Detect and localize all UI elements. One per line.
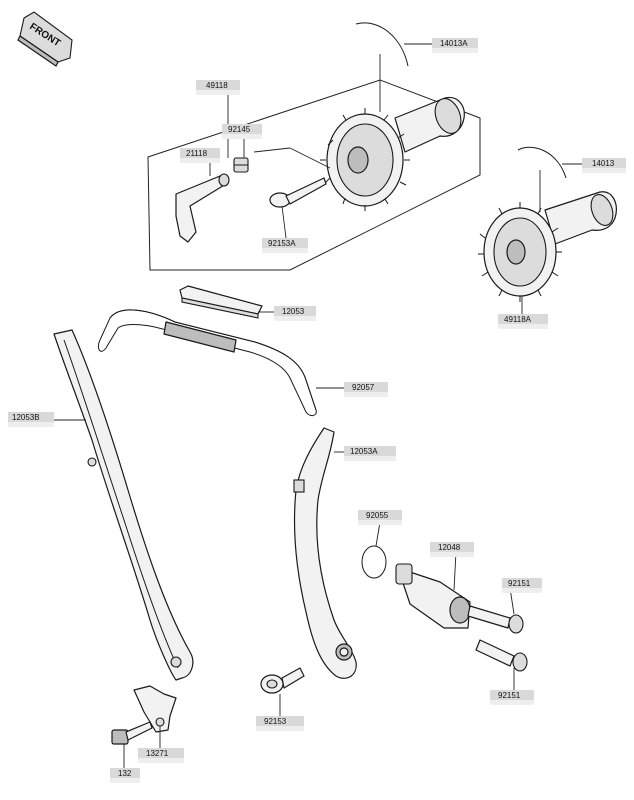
label-92151-bottom: 92151 [490, 690, 534, 705]
label-text: 13271 [146, 749, 169, 758]
plate-13271 [133, 685, 177, 733]
label-14013: 14013 [582, 158, 626, 173]
camshaft-sprocket-right [478, 191, 617, 302]
label-49118A: 49118A [498, 314, 548, 329]
label-92153: 92153 [256, 716, 304, 731]
part-92153A-bolt [269, 177, 327, 208]
bolt-92151-top [467, 605, 524, 634]
label-text: 12053A [350, 447, 378, 456]
label-92153A: 92153A [262, 238, 308, 253]
label-13271: 13271 [138, 748, 184, 763]
part-92145 [233, 157, 249, 173]
label-text: 49118A [504, 315, 532, 324]
chain-tensioner-body [395, 563, 471, 629]
label-49118: 49118 [196, 80, 240, 95]
part-92153-bolt [260, 667, 305, 694]
label-text: 92055 [366, 511, 389, 520]
leader-lines [40, 43, 582, 768]
label-92151-top: 92151 [502, 578, 542, 593]
label-text: 12048 [438, 543, 461, 552]
label-92145: 92145 [222, 124, 262, 139]
label-12053A: 12053A [344, 446, 396, 461]
front-arrow-badge: FRONT [17, 11, 73, 67]
camshaft-sprocket-upper [320, 96, 465, 211]
o-ring-92055 [361, 545, 387, 579]
chain-guide-top [179, 285, 263, 319]
ring-14013 [517, 146, 567, 179]
ring-14013A [355, 22, 409, 67]
label-12053B: 12053B [8, 412, 54, 427]
label-text: 14013 [592, 159, 615, 168]
label-21118: 21118 [180, 148, 220, 163]
chain-tensioner-arm [293, 427, 357, 679]
chain-guide-left [53, 329, 194, 681]
label-text: 21118 [186, 149, 208, 158]
cam-chain [97, 309, 317, 417]
label-text: 92151 [498, 691, 521, 700]
label-92057: 92057 [344, 382, 388, 397]
label-14013A: 14013A [432, 38, 478, 53]
label-text: 12053 [282, 307, 305, 316]
label-12048: 12048 [430, 542, 474, 557]
part-21118 [175, 173, 230, 243]
label-text: 132 [118, 769, 132, 778]
bolt-132 [111, 721, 153, 745]
label-text: 92145 [228, 125, 251, 134]
label-text: 92153A [268, 239, 296, 248]
label-text: 92153 [264, 717, 287, 726]
label-text: 14013A [440, 39, 468, 48]
label-12053: 12053 [274, 306, 316, 321]
label-92055: 92055 [358, 510, 402, 525]
label-text: 92151 [508, 579, 531, 588]
label-132: 132 [110, 768, 140, 783]
label-text: 92057 [352, 383, 375, 392]
label-text: 49118 [206, 81, 228, 90]
label-text: 12053B [12, 413, 40, 422]
bolt-92151-bottom [475, 639, 528, 672]
